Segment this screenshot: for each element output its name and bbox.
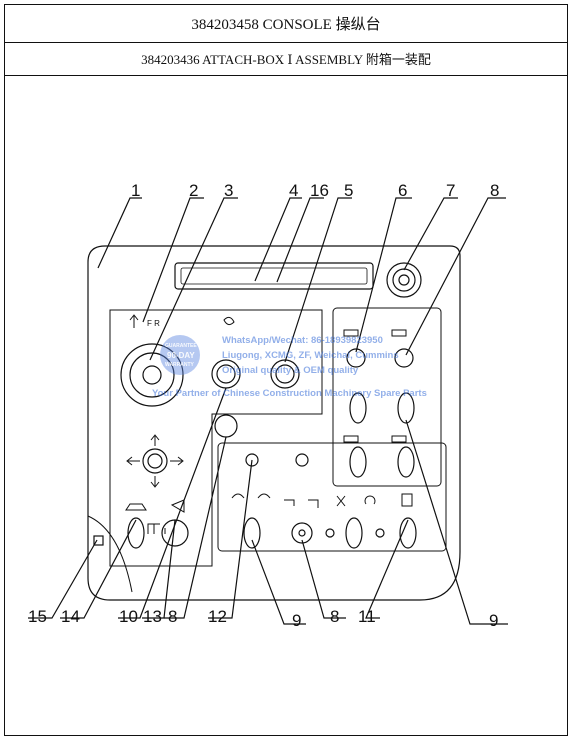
watermark-badge-bottom: WARRANTY (165, 362, 195, 368)
console-outline (87, 245, 461, 601)
callouts-bottom: 15 14 10 13 8 12 9 8 11 9 (28, 607, 498, 630)
left-panel (109, 309, 323, 567)
drawing-frame: 384203458 CONSOLE 操纵台 384203436 ATTACH-B… (4, 4, 568, 736)
watermark-badge-mid: 90-DAY (167, 351, 195, 360)
callout-top-0: 1 (131, 181, 140, 200)
drawing-title: 384203458 CONSOLE 操纵台 (5, 5, 567, 43)
callout-top-8: 8 (490, 181, 499, 200)
callout-bottom-9: 9 (489, 611, 498, 630)
watermark-line-2: Liugong, XCMG, ZF, Weichai, Cummins (222, 350, 399, 361)
callout-top-4: 16 (310, 181, 329, 200)
callouts-top: 1 2 3 4 16 5 6 7 8 (131, 181, 499, 200)
rotary-knob-center (270, 359, 300, 389)
callout-bottom-0: 15 (28, 607, 47, 626)
fan-icon (223, 316, 235, 326)
callout-bottom-4: 8 (168, 607, 177, 626)
wiper-icon (231, 493, 245, 499)
bucket-icon (125, 503, 147, 511)
callout-top-2: 3 (224, 181, 233, 200)
joystick (120, 343, 184, 407)
callout-top-5: 5 (344, 181, 353, 200)
callout-top-3: 4 (289, 181, 298, 200)
horn-icon (170, 499, 185, 513)
arrow-left-icon (126, 456, 140, 466)
emergency-knob (386, 262, 422, 298)
callout-top-1: 2 (189, 181, 198, 200)
light-icon-2 (308, 499, 319, 508)
fr-switch-label: F R (147, 319, 160, 328)
callout-top-7: 7 (446, 181, 455, 200)
loader-icon-4 (391, 435, 407, 443)
callout-bottom-8: 11 (358, 607, 376, 626)
loader-icon-2 (391, 329, 407, 337)
assembly-subtitle: 384203436 ATTACH-BOX Ⅰ ASSEMBLY 附箱一装配 (5, 42, 567, 76)
warranty-watermark: GUARANTEE 90-DAY WARRANTY WhatsApp/Wecha… (152, 335, 427, 399)
callout-bottom-7: 8 (330, 607, 339, 626)
watermark-line-1: WhatsApp/Wechat: 86-18939823950 (222, 335, 383, 346)
wiper-icon-2 (257, 493, 271, 499)
light-icon (284, 499, 295, 506)
callout-bottom-1: 14 (61, 607, 80, 626)
loader-icon-3 (343, 435, 359, 443)
watermark-badge-top: GUARANTEE (165, 343, 197, 349)
arrow-up-icon (129, 314, 139, 328)
loader-icon (343, 329, 359, 337)
arrow-up-icon-2 (150, 434, 160, 446)
console-arc (87, 515, 133, 593)
callout-bottom-3: 13 (143, 607, 162, 626)
callout-top-6: 6 (398, 181, 407, 200)
warning-icon (336, 495, 346, 507)
display-slot (174, 262, 374, 290)
lower-middle-panel (217, 442, 447, 552)
rotate-icon (364, 495, 376, 505)
callout-bottom-2: 10 (119, 607, 138, 626)
indicator-ring (214, 414, 238, 438)
watermark-line-4: Your Partner of Chinese Construction Mac… (152, 388, 427, 399)
arrow-down-icon (150, 476, 160, 488)
watermark-line-3: Original quality & OEM quality (222, 365, 359, 376)
hydraulic-icon (147, 523, 166, 534)
callout-bottom-5: 12 (208, 607, 227, 626)
callout-bottom-6: 9 (292, 611, 301, 630)
arrow-right-icon (170, 456, 184, 466)
door-icon (401, 493, 413, 507)
right-panel (332, 307, 442, 487)
